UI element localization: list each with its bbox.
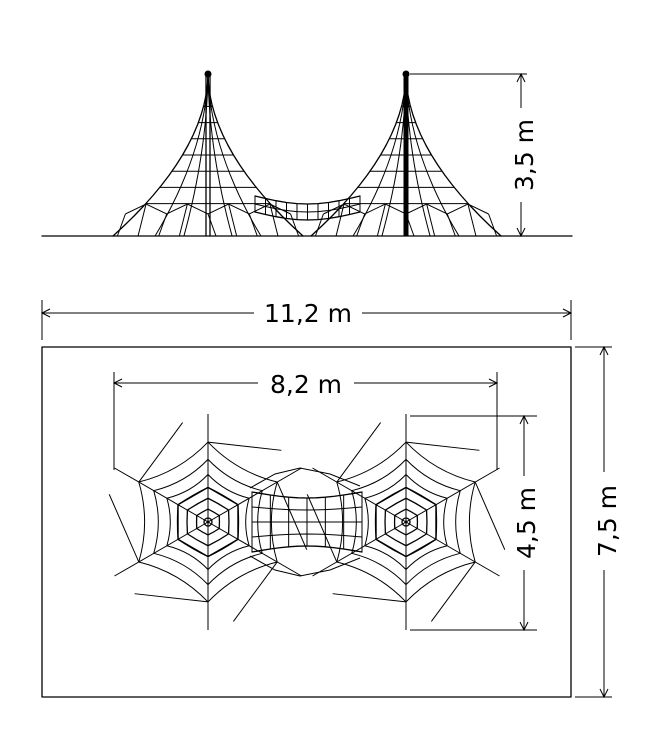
total-width-label: 7,5 m: [593, 485, 622, 557]
elevation-view: [41, 70, 573, 237]
left-pyramid-elevation: [112, 70, 304, 237]
bridge-net-plan: [249, 467, 363, 577]
net-width-dimension: 4,5 m: [410, 414, 541, 632]
right-pyramid-plan: [306, 414, 506, 630]
right-pyramid-elevation: [310, 70, 502, 237]
net-length-dimension: 8,2 m: [112, 368, 499, 470]
plan-view: [108, 414, 506, 630]
play-area-boundary: [41, 346, 572, 698]
total-length-dimension: 11,2 m: [40, 297, 573, 340]
height-label: 3,5 m: [510, 119, 539, 191]
net-length-label: 8,2 m: [270, 370, 342, 399]
total-length-label: 11,2 m: [264, 299, 352, 328]
net-width-label: 4,5 m: [512, 487, 541, 559]
height-dimension: 3,5 m: [410, 72, 539, 238]
total-width-dimension: 7,5 m: [575, 345, 622, 699]
left-pyramid-plan: [108, 414, 308, 630]
bridge-net-elevation: [254, 195, 361, 221]
